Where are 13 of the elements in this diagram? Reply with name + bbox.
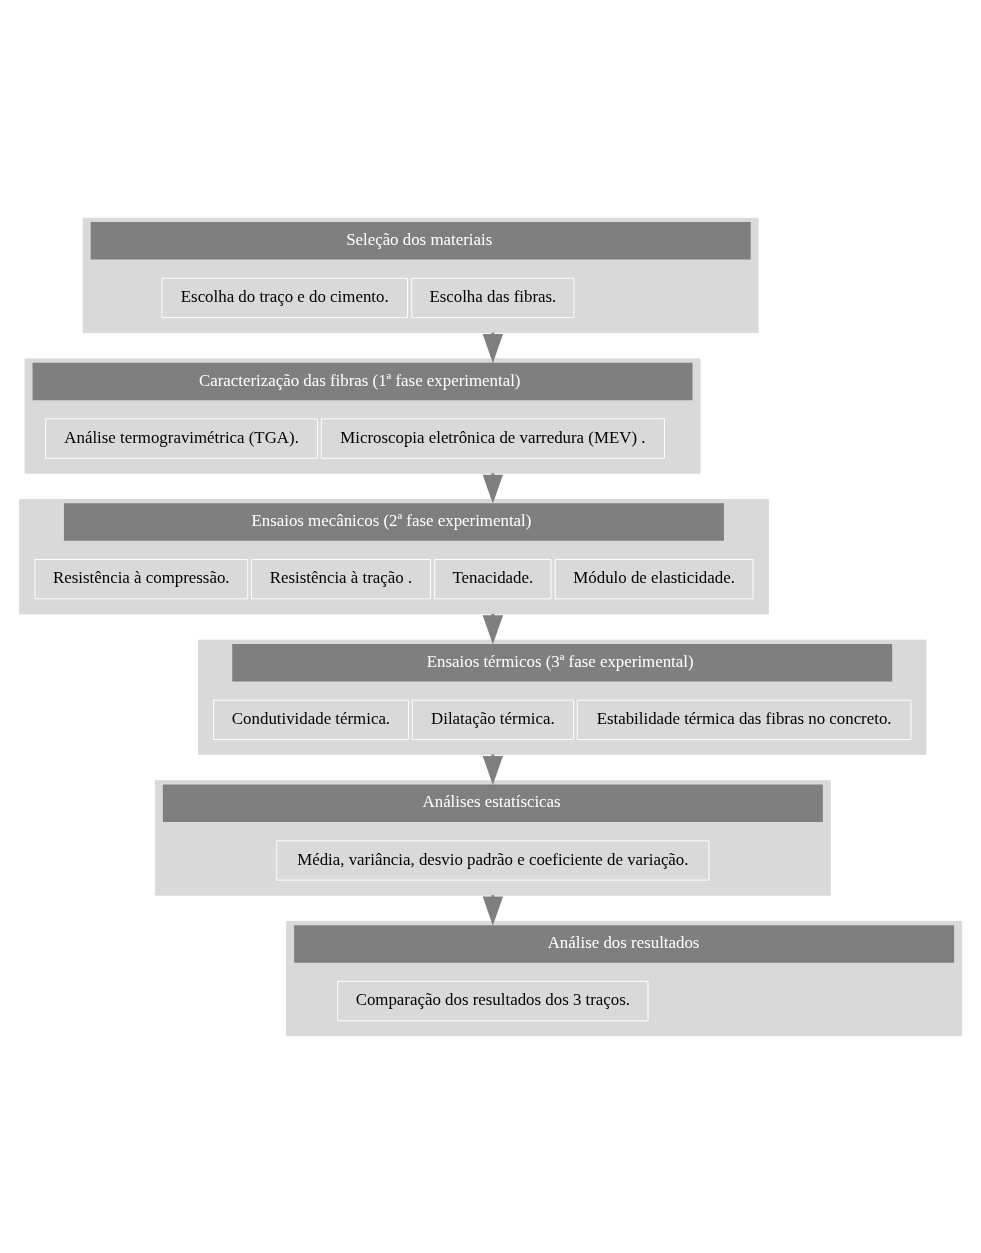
node-box: Módulo de elasticidade. [554, 558, 754, 599]
node-box: Escolha das fibras. [411, 277, 575, 318]
node-box: Microscopia eletrônica de varredura (MEV) . [320, 417, 665, 459]
node-box: Análise termogravimétrica (TGA). [45, 417, 318, 459]
node-box: Escolha do traço e do cimento. [161, 277, 408, 318]
node-box: Estabilidade térmica das fibras no concreto. [576, 699, 912, 740]
node-box: Dilatação térmica. [411, 699, 574, 740]
node-box: Média, variância, desvio padrão e coeficiente de variação. [276, 839, 710, 881]
node-box: Condutividade térmica. [213, 699, 409, 740]
node-box: Tenacidade. [434, 558, 552, 599]
node-box: Comparação dos resultados dos 3 traços. [337, 980, 649, 1021]
node-box: Resistência à tração . [250, 558, 431, 599]
node-box: Resistência à compressão. [34, 558, 249, 599]
